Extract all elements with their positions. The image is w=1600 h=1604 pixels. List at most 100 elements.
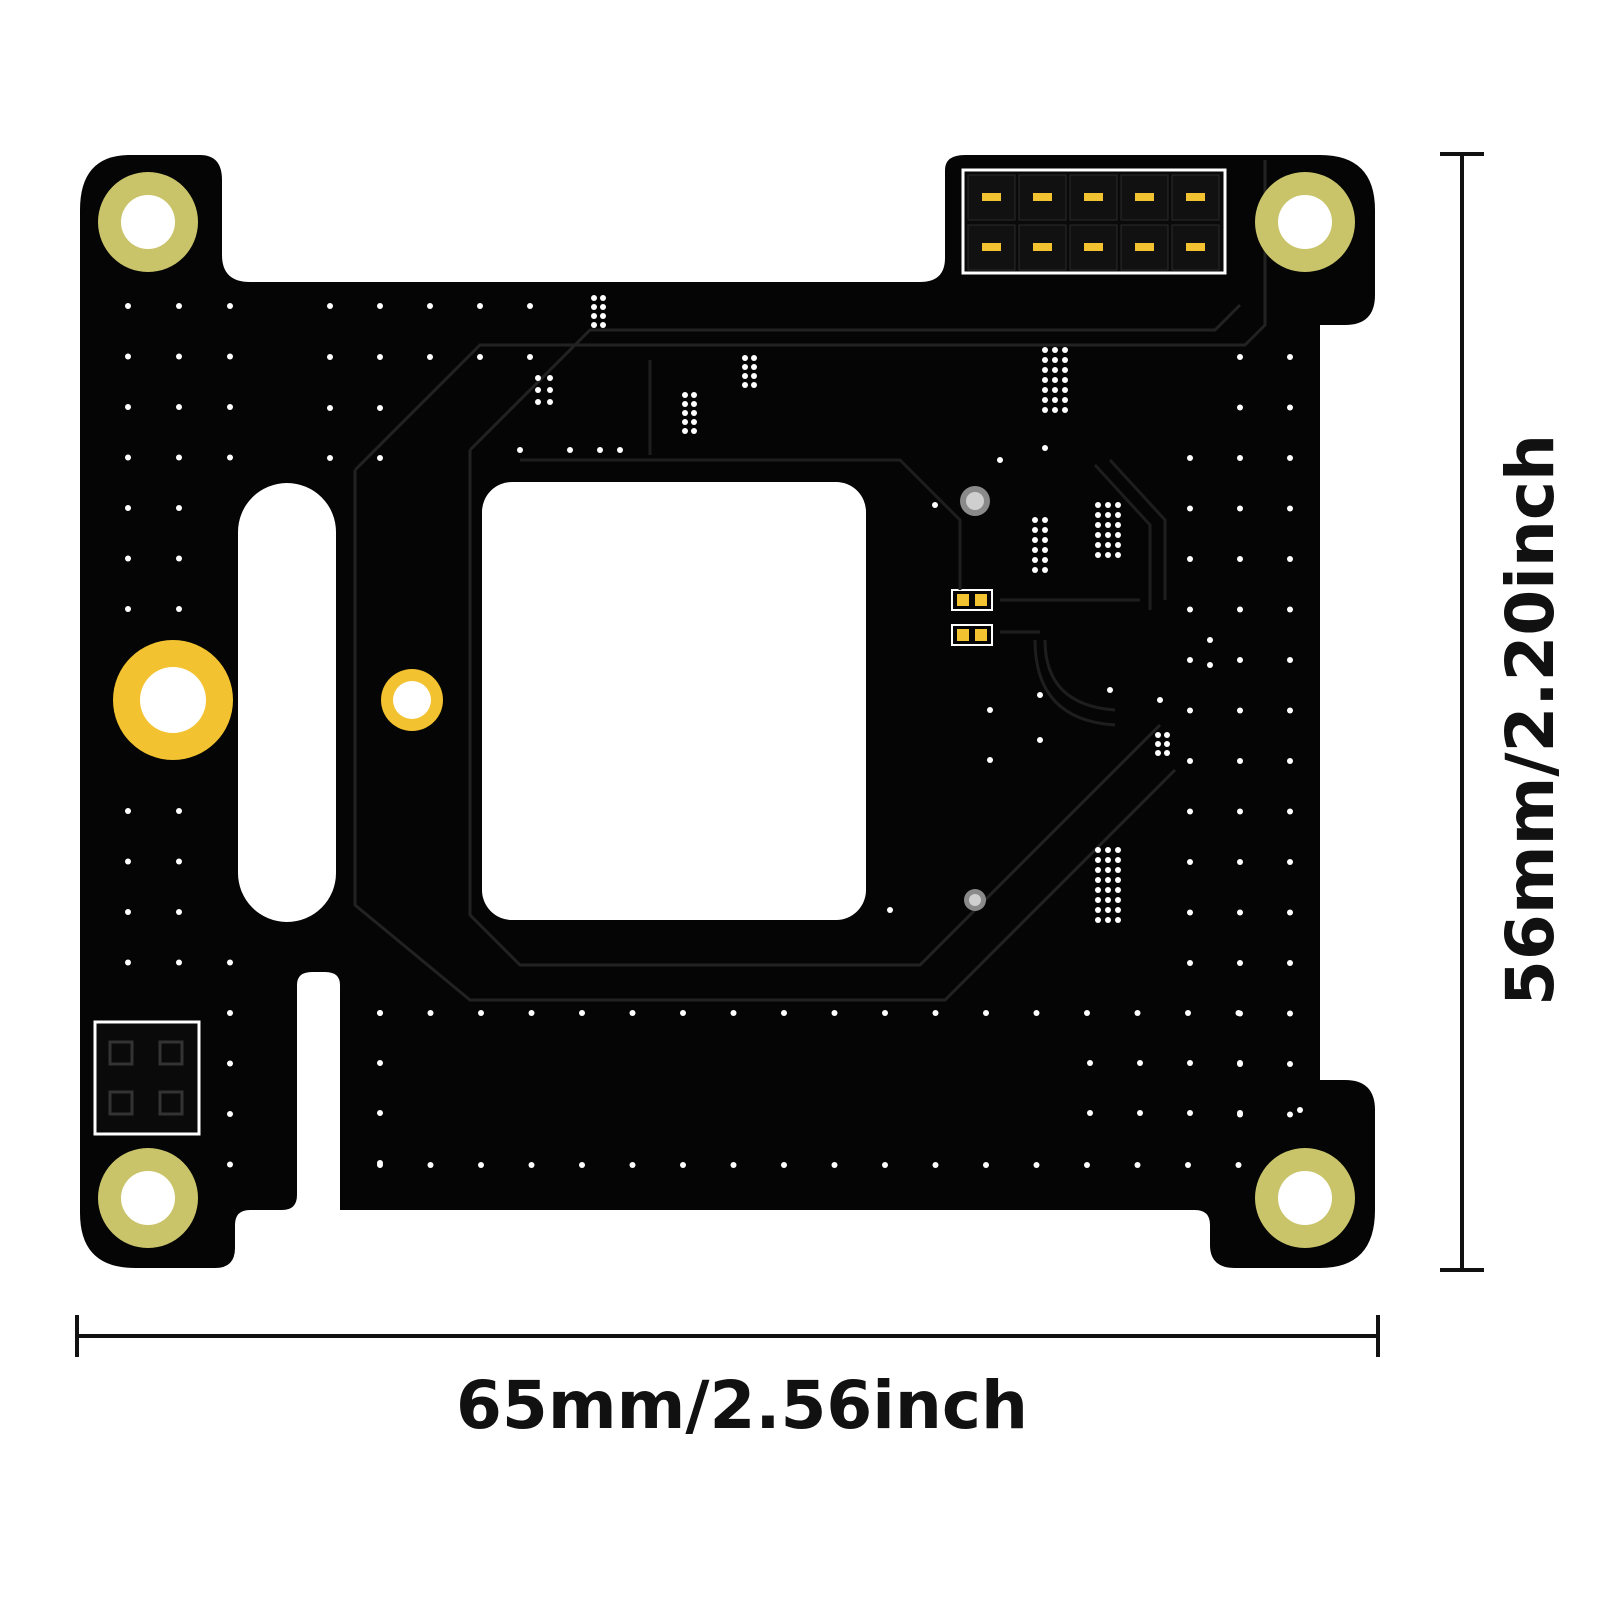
via-dot — [427, 354, 433, 360]
via-dot — [682, 401, 688, 407]
via-dot — [176, 959, 182, 966]
mounting-hole-top-right — [1255, 172, 1355, 272]
via-dot — [1237, 707, 1243, 714]
via-dot — [1087, 1110, 1093, 1116]
via-dot — [1287, 707, 1293, 714]
via-dot — [1107, 687, 1113, 693]
via-dot — [1157, 697, 1163, 703]
via-dot — [125, 454, 131, 461]
via-dot — [1237, 606, 1243, 613]
via-dot — [517, 447, 523, 453]
via-dot — [1115, 857, 1121, 863]
via-dot — [1042, 347, 1048, 353]
via-dot — [535, 387, 541, 393]
via-dot — [730, 1162, 737, 1168]
via-dot — [528, 1162, 535, 1168]
via-dot — [1105, 857, 1111, 863]
large-yellow-pad — [113, 640, 233, 760]
via-dot — [1235, 1162, 1242, 1168]
via-dot — [327, 354, 333, 360]
square-cutout — [482, 482, 866, 920]
pin-header — [961, 168, 1227, 275]
trace-frame — [353, 160, 1267, 1002]
via-dot — [1187, 808, 1193, 815]
via-dot — [1052, 367, 1058, 373]
via-dot — [1115, 542, 1121, 548]
via-dot — [1237, 556, 1243, 562]
via-dot — [1095, 917, 1101, 923]
via-dot — [1087, 1060, 1093, 1066]
via-dot — [535, 399, 541, 405]
via-dot — [1155, 741, 1161, 747]
header-pin — [1135, 243, 1154, 251]
via-dot — [1032, 537, 1038, 543]
via-dot — [1052, 387, 1058, 393]
via-dot — [932, 1010, 939, 1016]
via-dot — [547, 375, 553, 381]
via-dot — [125, 555, 131, 562]
via-dot — [125, 303, 131, 309]
via-dot — [176, 404, 182, 410]
via-dot — [597, 447, 603, 453]
via-dot — [1105, 552, 1111, 558]
via-dot — [176, 303, 182, 309]
smd-component-2 — [951, 624, 993, 646]
via-dot — [1095, 542, 1101, 548]
via-dot — [680, 1010, 686, 1016]
via-dot — [1187, 909, 1193, 916]
header-pin — [1186, 243, 1205, 251]
via-dot — [176, 909, 182, 915]
via-dot — [1237, 657, 1243, 663]
via-dot — [591, 313, 597, 319]
via-dot — [1042, 517, 1048, 523]
via-dot — [983, 1162, 989, 1168]
via-dot — [932, 502, 938, 508]
via-dot — [1042, 407, 1048, 413]
via-dot — [327, 303, 333, 309]
via-dot — [1115, 867, 1121, 873]
via-dot — [1042, 387, 1048, 393]
via-dot — [1237, 859, 1243, 865]
via-dot — [1187, 1110, 1193, 1116]
via-dot — [751, 382, 757, 388]
via-dot — [1052, 377, 1058, 383]
via-dot — [547, 387, 553, 393]
via-dot — [1207, 637, 1213, 643]
via-dot — [742, 382, 748, 388]
via-dot — [1105, 502, 1111, 508]
via-dot — [1237, 455, 1243, 461]
via-dot — [1095, 522, 1101, 528]
via-dot — [176, 555, 182, 562]
via-dot — [227, 353, 233, 360]
square-connector — [93, 1020, 201, 1136]
via-dot — [477, 354, 483, 360]
smd-component-1 — [951, 589, 993, 611]
via-dot — [730, 1010, 737, 1016]
via-dot — [1237, 505, 1243, 512]
via-dot — [1037, 737, 1043, 743]
via-dot — [478, 1162, 484, 1168]
via-dot — [1042, 567, 1048, 573]
via-dot — [1032, 557, 1038, 563]
via-dot — [1134, 1010, 1141, 1016]
via-dot — [617, 447, 623, 453]
mounting-hole-bottom-left — [98, 1148, 198, 1248]
height-label: 56mm/2.20inch — [1492, 434, 1569, 1006]
via-dot — [377, 303, 383, 309]
via-dot — [1052, 407, 1058, 413]
via-dot — [377, 1160, 383, 1166]
via-dot — [377, 455, 383, 461]
via-dot — [125, 404, 131, 410]
via-dot — [1187, 657, 1193, 663]
via-dot — [600, 295, 606, 301]
via-dot — [125, 808, 131, 814]
via-dot — [1287, 556, 1293, 562]
via-dot — [1187, 606, 1193, 613]
via-dot — [1105, 897, 1111, 903]
via-dot — [1287, 758, 1293, 764]
via-dot — [1095, 502, 1101, 508]
width-label: 65mm/2.56inch — [456, 1367, 1028, 1444]
via-dot — [751, 373, 757, 379]
via-dot — [1187, 859, 1193, 865]
